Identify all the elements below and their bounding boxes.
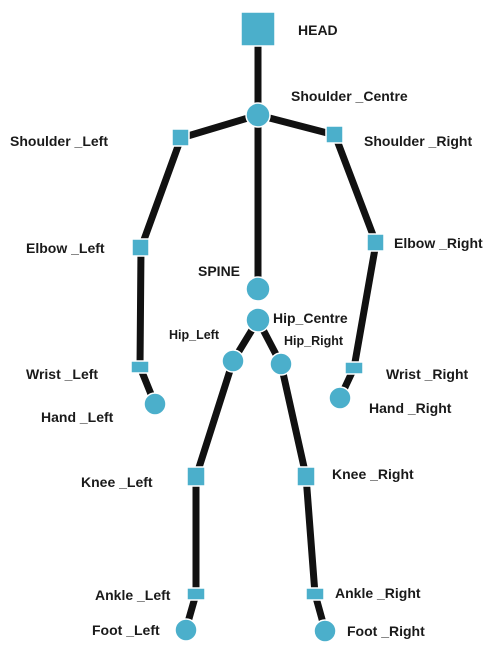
label-knee-left: Knee _Left — [81, 474, 153, 490]
joint-knee-right — [297, 467, 315, 486]
label-knee-right: Knee _Right — [332, 466, 414, 482]
joint-elbow-left — [132, 239, 149, 256]
joint-hip-left — [222, 350, 244, 372]
bone-upperarm-left — [141, 138, 181, 248]
joints — [131, 12, 384, 642]
bone-forearm-left — [140, 248, 141, 367]
joint-shoulder-centre — [246, 103, 270, 127]
joint-knee-left — [187, 467, 205, 486]
label-elbow-right: Elbow _Right — [394, 235, 483, 251]
label-hand-right: Hand _Right — [369, 400, 452, 416]
joint-foot-left — [175, 619, 197, 641]
label-shoulder-right: Shoulder _Right — [364, 133, 472, 149]
joint-hip-centre — [246, 308, 270, 332]
label-foot-right: Foot _Right — [347, 623, 425, 639]
joint-spine — [246, 277, 270, 301]
joint-wrist-left — [131, 361, 149, 373]
joint-foot-right — [314, 620, 336, 642]
label-hip-right: Hip_Right — [284, 334, 344, 348]
label-ankle-left: Ankle _Left — [95, 587, 171, 603]
label-wrist-left: Wrist _Left — [26, 366, 98, 382]
bone-forearm-right — [354, 243, 376, 368]
joint-shoulder-left — [172, 129, 189, 146]
joint-hand-left — [144, 393, 166, 415]
label-elbow-left: Elbow _Left — [26, 240, 105, 256]
joint-shoulder-right — [326, 126, 343, 143]
joint-head — [241, 12, 275, 46]
bone-thigh-left — [196, 361, 233, 477]
label-hand-left: Hand _Left — [41, 409, 114, 425]
joint-hand-right — [329, 387, 351, 409]
joint-wrist-right — [345, 362, 363, 374]
label-spine: SPINE — [198, 263, 240, 279]
bone-shin-right — [306, 476, 315, 594]
bone-thigh-right — [281, 364, 306, 476]
joint-ankle-left — [187, 588, 205, 600]
bone-upperarm-right — [335, 135, 376, 243]
joint-hip-right — [270, 353, 292, 375]
joint-elbow-right — [367, 234, 384, 251]
label-shoulder-centre: Shoulder _Centre — [291, 88, 408, 104]
label-foot-left: Foot _Left — [92, 622, 160, 638]
label-hip-left: Hip_Left — [169, 328, 220, 342]
label-ankle-right: Ankle _Right — [335, 585, 421, 601]
label-hip-centre: Hip_Centre — [273, 310, 348, 326]
label-shoulder-left: Shoulder _Left — [10, 133, 108, 149]
joint-ankle-right — [306, 588, 324, 600]
label-wrist-right: Wrist _Right — [386, 366, 469, 382]
label-head: HEAD — [298, 22, 338, 38]
